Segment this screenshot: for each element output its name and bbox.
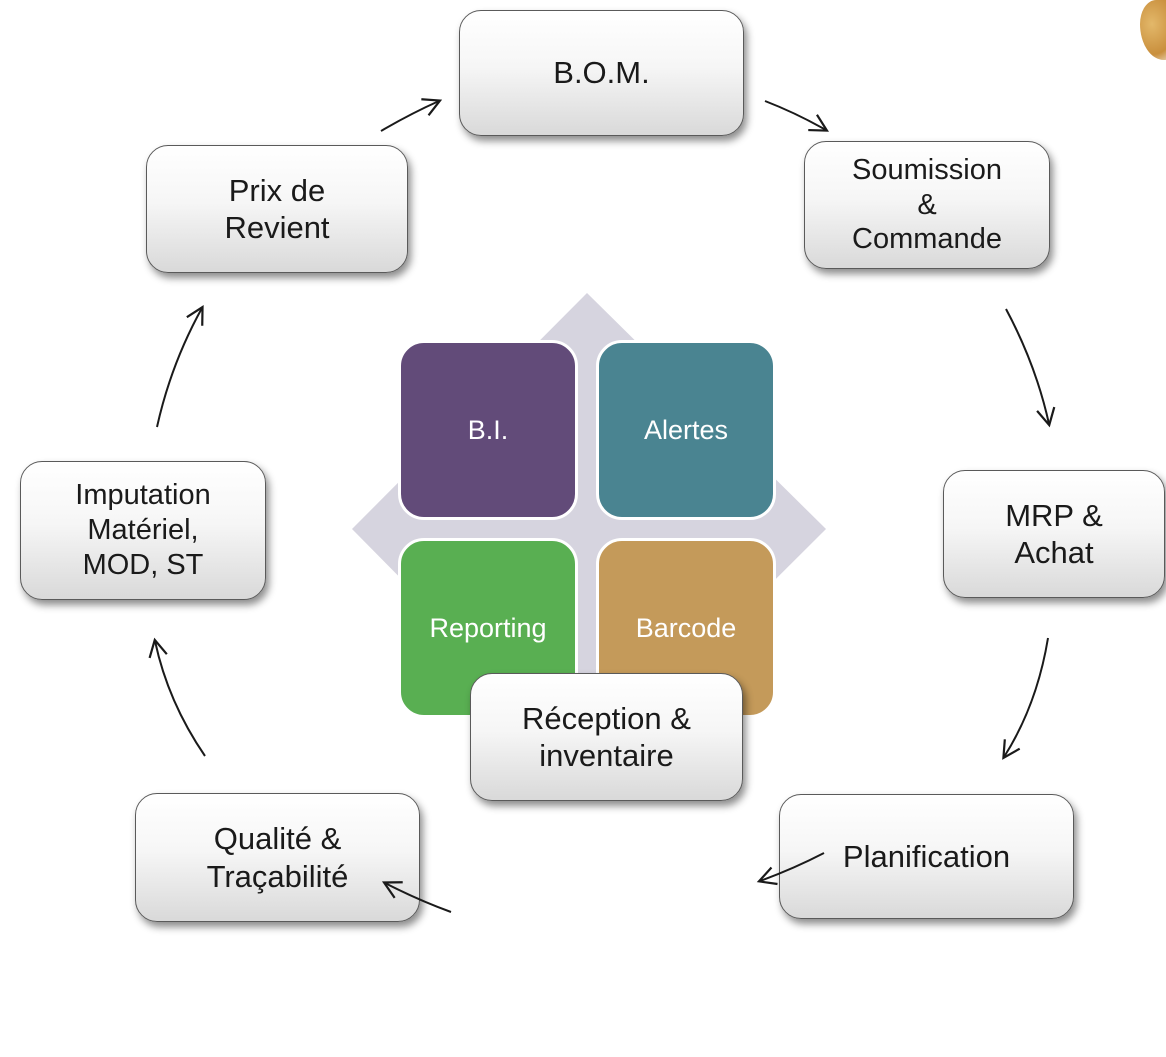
node-reception: Réception & inventaire (470, 673, 743, 801)
node-reception-label: Réception & inventaire (522, 700, 691, 773)
center-reporting-label: Reporting (429, 612, 547, 643)
center-bi: B.I. (398, 340, 578, 520)
arrow-bom-to-soumission (764, 100, 829, 132)
arrow-imputation-to-prix (156, 304, 204, 428)
node-soumission-label: Soumission & Commande (852, 153, 1002, 256)
center-barcode-label: Barcode (635, 612, 737, 643)
node-qualite-label: Qualité & Traçabilité (206, 821, 349, 894)
arrow-planification-to-reception (756, 852, 825, 886)
arrow-soumission-to-mrp (1005, 308, 1056, 428)
arrow-mrp-to-planification (1002, 637, 1049, 760)
node-planification-label: Planification (842, 838, 1011, 874)
node-planification: Planification (779, 794, 1074, 919)
node-mrp: MRP & Achat (943, 470, 1165, 598)
center-alertes-label: Alertes (643, 414, 729, 445)
node-bom: B.O.M. (459, 10, 744, 136)
node-imputation-label: Imputation Matériel, MOD, ST (75, 479, 211, 581)
node-bom-label: B.O.M. (553, 55, 650, 91)
arrow-prix-to-bom (380, 98, 443, 132)
node-mrp-label: MRP & Achat (1005, 497, 1103, 570)
center-bi-label: B.I. (467, 414, 509, 445)
node-prix: Prix de Revient (146, 145, 408, 273)
node-prix-label: Prix de Revient (224, 172, 330, 245)
center-alertes: Alertes (596, 340, 776, 520)
arrow-qualite-to-imputation (148, 637, 206, 757)
node-qualite: Qualité & Traçabilité (135, 793, 420, 922)
arrow-reception-to-qualite (381, 881, 452, 913)
node-imputation: Imputation Matériel, MOD, ST (20, 461, 266, 600)
node-soumission: Soumission & Commande (804, 141, 1050, 269)
